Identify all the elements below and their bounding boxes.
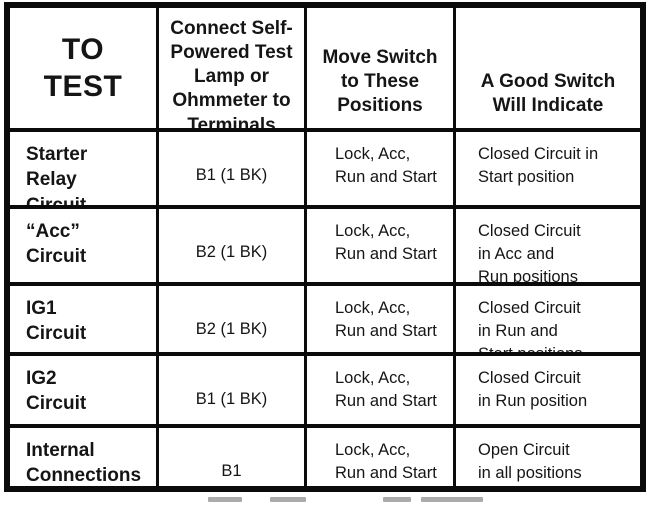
- terminal-a: B2 (1 BK): [195, 320, 268, 339]
- row-indicate: Closed Circuit in Start position: [453, 128, 640, 205]
- terminal-a: B1 (1 BK): [195, 166, 268, 185]
- row-terminals: B1 (1 BK) and ST (5 BK/DB): [156, 128, 304, 205]
- terminal-a: B1: [221, 462, 242, 481]
- row-terminals: B1 and B2: [156, 424, 304, 486]
- row-indicate: Closed Circuit in Acc and Run positions: [453, 205, 640, 282]
- row-label-ig1: IG1 Circuit: [10, 282, 156, 352]
- terminal-a: B1 (1 BK): [195, 390, 268, 409]
- ignition-switch-test-table: TO TEST Connect Self- Powered Test Lamp …: [4, 2, 646, 492]
- row-terminals: B2 (1 BK) and IG1 (2 DB): [156, 282, 304, 352]
- header-terminals: Connect Self- Powered Test Lamp or Ohmme…: [156, 8, 304, 128]
- row-label-acc: “Acc” Circuit: [10, 205, 156, 282]
- terminal-a: B2 (1 BK): [195, 243, 268, 262]
- row-label-internal-connections: Internal Connections: [10, 424, 156, 486]
- header-indicate: A Good Switch Will Indicate: [453, 8, 640, 128]
- row-label-starter-relay: Starter Relay Circuit: [10, 128, 156, 205]
- row-indicate: Closed Circuit in Run position: [453, 352, 640, 424]
- cut-off-caption: [0, 497, 650, 504]
- caption-fragment-mark: [383, 497, 411, 502]
- row-label-ig2: IG2 Circuit: [10, 352, 156, 424]
- row-indicate: Open Circuit in all positions: [453, 424, 640, 486]
- row-positions: Lock, Acc, Run and Start: [304, 352, 453, 424]
- caption-fragment-mark: [421, 497, 483, 502]
- row-positions: Lock, Acc, Run and Start: [304, 205, 453, 282]
- caption-fragment-mark: [208, 497, 242, 502]
- row-positions: Lock, Acc, Run and Start: [304, 424, 453, 486]
- header-to-test: TO TEST: [43, 32, 123, 104]
- row-terminals: B2 (1 BK) and Acc (3 BK/W): [156, 205, 304, 282]
- row-positions: Lock, Acc, Run and Start: [304, 128, 453, 205]
- row-positions: Lock, Acc, Run and Start: [304, 282, 453, 352]
- caption-fragment-mark: [270, 497, 306, 502]
- row-terminals: B1 (1 BK) and IG2 (4 BK/R): [156, 352, 304, 424]
- row-indicate: Closed Circuit in Run and Start position…: [453, 282, 640, 352]
- header-positions: Move Switch to These Positions: [304, 8, 453, 128]
